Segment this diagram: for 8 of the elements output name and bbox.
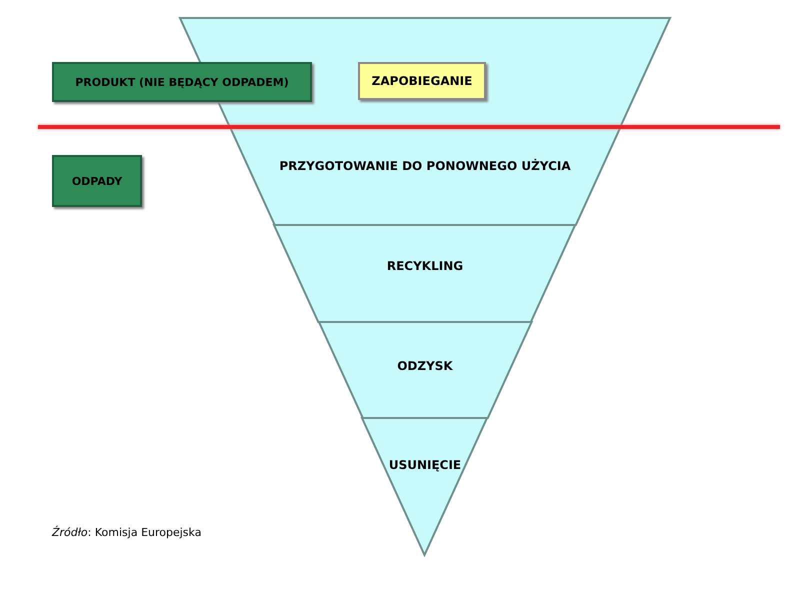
- tier-label: RECYKLING: [386, 259, 464, 273]
- tier-label: ODZYSK: [397, 359, 453, 373]
- tier-label: PRZYGOTOWANIE DO PONOWNEGO UŻYCIA: [279, 159, 571, 173]
- tier-label: USUNIĘCIE: [388, 458, 462, 472]
- category-box: ODPADY: [52, 155, 142, 207]
- source-note: Źródło: Komisja Europejska: [52, 526, 202, 539]
- category-box: ZAPOBIEGANIE: [358, 62, 486, 100]
- category-box: PRODUKT (NIE BĘDĄCY ODPADEM): [52, 62, 312, 102]
